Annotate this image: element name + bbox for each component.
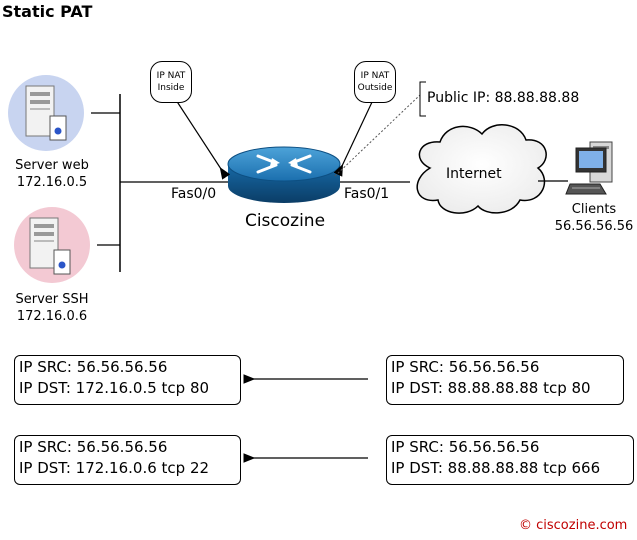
- diagram-title: Static PAT: [2, 2, 93, 21]
- server-ssh-name: Server SSH: [15, 292, 89, 307]
- public-ip-label: Public IP: 88.88.88.88: [427, 90, 580, 106]
- router-icon: [227, 146, 341, 203]
- nat-inside-arrow: [175, 99, 231, 180]
- server-ssh-ip: 172.16.0.6: [16, 309, 88, 324]
- flow-1-translated-src: IP SRC: 56.56.56.56: [19, 358, 168, 376]
- internet-label: Internet: [446, 166, 502, 182]
- router-name: Ciscozine: [244, 211, 326, 231]
- outside-interface-label: Fas0/1: [344, 186, 390, 202]
- flow-1-original-dst: IP DST: 88.88.88.88 tcp 80: [391, 379, 591, 397]
- flow-2-translated-dst: IP DST: 172.16.0.6 tcp 22: [19, 459, 210, 477]
- nat-inside-line1: IP NAT: [156, 71, 186, 81]
- nat-inside-bubble: IP NAT Inside: [150, 61, 192, 103]
- clients-name: Clients: [571, 202, 617, 217]
- flow-1-original-src: IP SRC: 56.56.56.56: [391, 358, 540, 376]
- clients-ip: 56.56.56.56: [554, 219, 634, 234]
- nat-outside-bubble: IP NAT Outside: [354, 61, 396, 103]
- nat-outside-line1: IP NAT: [360, 71, 390, 81]
- inside-interface-label: Fas0/0: [171, 186, 217, 202]
- clients-label: Clients 56.56.56.56: [552, 201, 636, 235]
- client-computer-icon: [565, 141, 613, 195]
- server-web-name: Server web: [15, 158, 89, 173]
- server-ssh-icon: [14, 207, 90, 283]
- server-ssh-label: Server SSH 172.16.0.6: [6, 291, 98, 325]
- flow-1-original-box: IP SRC: 56.56.56.56 IP DST: 88.88.88.88 …: [386, 355, 624, 405]
- server-web-icon: [8, 75, 84, 151]
- copyright-text: © ciscozine.com: [519, 518, 628, 533]
- public-ip-pointer: [334, 94, 421, 177]
- public-ip-bracket: [419, 81, 426, 117]
- flow-2-original-src: IP SRC: 56.56.56.56: [391, 438, 540, 456]
- flow-2-original-dst: IP DST: 88.88.88.88 tcp 666: [391, 459, 601, 477]
- nat-outside-line2: Outside: [357, 83, 393, 93]
- flow-1-translated-dst: IP DST: 172.16.0.5 tcp 80: [19, 379, 210, 397]
- server-web-label: Server web 172.16.0.5: [6, 157, 98, 191]
- internet-cloud-icon: [416, 124, 547, 214]
- flow-2-original-box: IP SRC: 56.56.56.56 IP DST: 88.88.88.88 …: [386, 435, 634, 485]
- flow-1-translated-box: IP SRC: 56.56.56.56 IP DST: 172.16.0.5 t…: [14, 355, 241, 405]
- flow-2-translated-src: IP SRC: 56.56.56.56: [19, 438, 168, 456]
- nat-inside-line2: Inside: [157, 83, 185, 93]
- server-web-ip: 172.16.0.5: [16, 175, 88, 190]
- nat-outside-arrow: [333, 99, 374, 177]
- flow-2-translated-box: IP SRC: 56.56.56.56 IP DST: 172.16.0.6 t…: [14, 435, 241, 485]
